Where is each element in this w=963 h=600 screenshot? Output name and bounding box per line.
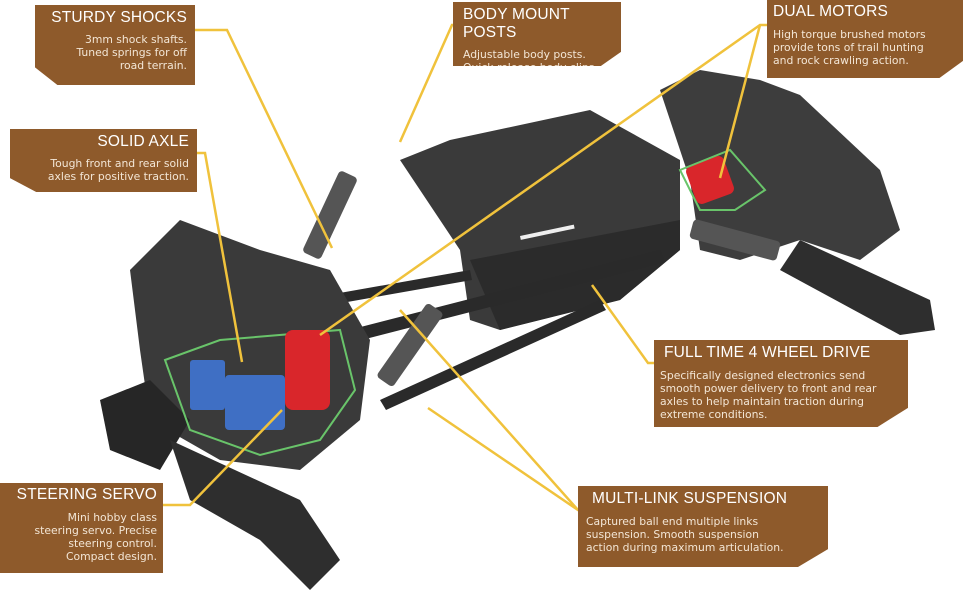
- callout-title: MULTI-LINK SUSPENSION: [592, 490, 788, 507]
- text-line: suspension. Smooth suspension: [586, 528, 759, 541]
- text-line: Compact design.: [66, 550, 157, 563]
- steering-servo: [225, 375, 285, 430]
- text-line: Tough front and rear solid: [50, 157, 189, 170]
- text-line: steering control.: [68, 537, 157, 550]
- rear-axle: [780, 240, 935, 335]
- callout-text: Mini hobby class steering servo. Precise…: [0, 511, 157, 563]
- text-line: axles for positive traction.: [47, 170, 189, 183]
- callout-steering-servo: STEERING SERVO Mini hobby class steering…: [0, 483, 163, 573]
- callout-text: Specifically designed electronics send s…: [660, 369, 908, 421]
- callout-title: BODY MOUNT POSTS: [463, 6, 570, 41]
- callout-title: STEERING SERVO: [16, 486, 157, 503]
- callout-text: High torque brushed motors provide tons …: [773, 28, 963, 67]
- text-line: 3mm shock shafts.: [84, 33, 187, 46]
- callout-solid-axle: SOLID AXLE Tough front and rear solid ax…: [10, 129, 197, 192]
- text-line: Mini hobby class: [67, 511, 157, 524]
- front-motor: [285, 330, 330, 410]
- text-line: road terrain.: [119, 59, 187, 72]
- callout-text: Tough front and rear solid axles for pos…: [10, 157, 189, 183]
- text-line: Quick release body clips.: [463, 61, 598, 74]
- callout-dual-motors: DUAL MOTORS High torque brushed motors p…: [767, 0, 963, 78]
- text-line: Adjustable body posts.: [463, 48, 586, 61]
- front-axle: [170, 440, 340, 590]
- text-line: High torque brushed motors: [773, 28, 926, 41]
- callout-full-time-4wd: FULL TIME 4 WHEEL DRIVE Specifically des…: [654, 340, 908, 427]
- text-line: axles to help maintain traction during: [660, 395, 865, 408]
- callout-title: DUAL MOTORS: [773, 3, 889, 20]
- text-line: Captured ball end multiple links: [586, 515, 759, 528]
- text-line: steering servo. Precise: [34, 524, 157, 537]
- callout-title: FULL TIME 4 WHEEL DRIVE: [664, 344, 871, 361]
- text-line: provide tons of trail hunting: [773, 41, 924, 54]
- callout-sturdy-shocks: STURDY SHOCKS 3mm shock shafts. Tuned sp…: [35, 5, 195, 85]
- callout-text: Adjustable body posts. Quick release bod…: [463, 48, 621, 74]
- callout-text: 3mm shock shafts. Tuned springs for off …: [35, 33, 187, 72]
- callout-title: SOLID AXLE: [97, 133, 189, 150]
- callout-multi-link-suspension: MULTI-LINK SUSPENSION Captured ball end …: [578, 486, 828, 567]
- text-line: Specifically designed electronics send: [660, 369, 866, 382]
- rear-chassis: [660, 70, 900, 260]
- text-line: and rock crawling action.: [773, 54, 909, 67]
- front-bumper: [100, 380, 190, 470]
- callout-title: STURDY SHOCKS: [51, 9, 187, 26]
- callout-text: Captured ball end multiple links suspens…: [586, 515, 828, 554]
- text-line: action during maximum articulation.: [586, 541, 784, 554]
- text-line: Tuned springs for off: [76, 46, 187, 59]
- callout-body-mount-posts: BODY MOUNT POSTS Adjustable body posts. …: [453, 2, 621, 66]
- text-line: smooth power delivery to front and rear: [660, 382, 877, 395]
- shocks: [303, 171, 781, 387]
- suspension-links: [300, 250, 665, 410]
- text-line: extreme conditions.: [660, 408, 768, 421]
